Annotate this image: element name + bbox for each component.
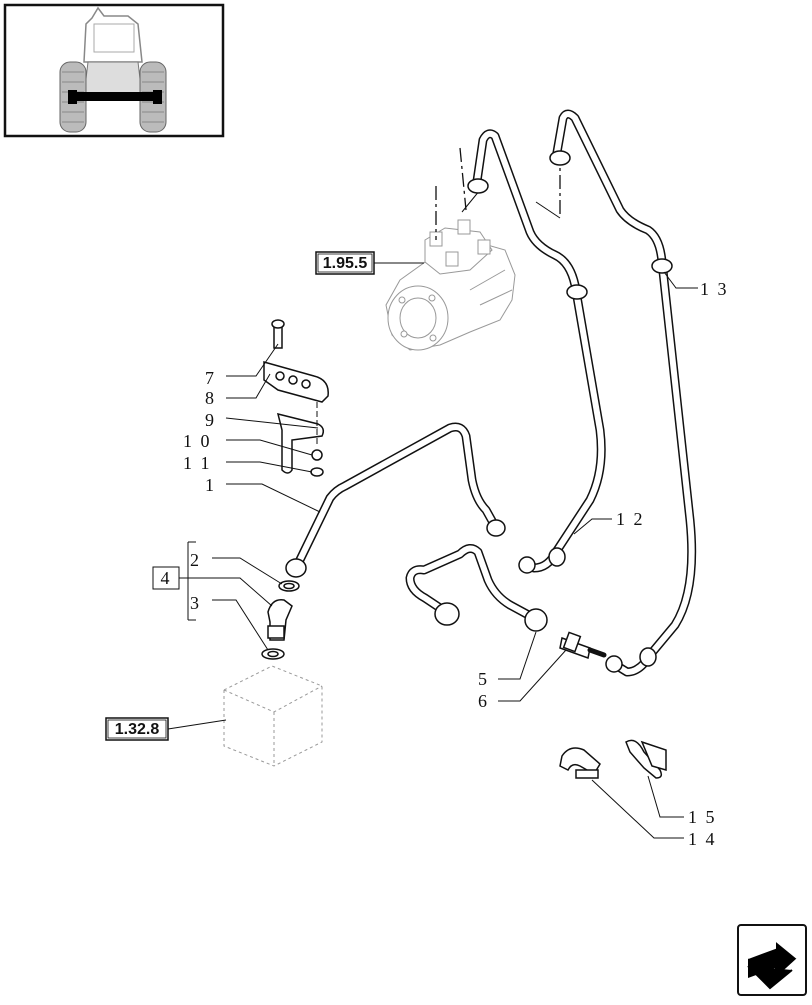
next-page-button[interactable] [737, 924, 807, 996]
callout-label-15: 1 5 [688, 807, 717, 827]
clamp-assembly[interactable] [263, 319, 329, 477]
hydraulic-block-ghost [223, 665, 323, 767]
next-page-arrow-icon [747, 937, 798, 990]
callout-15[interactable]: 1 5 [647, 775, 717, 827]
callout-5[interactable]: 5 [478, 631, 537, 689]
ref-box-steering-unit[interactable]: 1.95.5 [315, 251, 424, 275]
ref-label-steering-unit: 1.95.5 [323, 255, 368, 272]
kit-box-4[interactable]: 4 [152, 541, 226, 621]
callout-label-5: 5 [478, 669, 489, 689]
steering-unit-ghost [385, 219, 516, 351]
callout-12[interactable]: 1 2 [573, 509, 645, 535]
callout-3[interactable]: 3 [190, 577, 273, 651]
callout-10[interactable]: 1 0 [183, 431, 313, 456]
callout-label-7: 7 [205, 368, 216, 388]
pipe-13[interactable] [549, 109, 697, 677]
callout-label-6: 6 [478, 691, 489, 711]
callout-label-13: 1 3 [700, 279, 729, 299]
callout-2[interactable]: 2 [190, 550, 283, 585]
seal-ring-2[interactable] [278, 580, 300, 592]
callout-label-1: 1 [205, 475, 216, 495]
adapter-6[interactable] [559, 631, 607, 659]
clip-15[interactable] [625, 739, 667, 779]
callout-label-11: 1 1 [183, 453, 212, 473]
tractor-thumbnail[interactable] [3, 3, 225, 138]
pipe-12[interactable] [467, 129, 606, 574]
pipe-loop[interactable] [405, 544, 548, 632]
callout-11[interactable]: 1 1 [183, 453, 313, 473]
callout-1[interactable]: 1 [205, 475, 321, 513]
callout-7[interactable]: 7 [205, 343, 279, 388]
callout-13[interactable]: 1 3 [663, 271, 729, 299]
kit-label-4: 4 [161, 568, 172, 588]
pipe-1[interactable] [285, 422, 506, 578]
seal-ring-3[interactable] [261, 648, 285, 660]
tractor-rear-view-icon [59, 6, 167, 133]
clip-14[interactable] [559, 747, 601, 779]
elbow-fitting[interactable] [267, 599, 293, 641]
callout-label-9: 9 [205, 410, 216, 430]
callout-label-2: 2 [190, 550, 201, 570]
callout-14[interactable]: 1 4 [591, 779, 717, 849]
callout-6[interactable]: 6 [478, 649, 567, 711]
ref-box-hydraulic-block[interactable]: 1.32.8 [105, 717, 227, 741]
callout-label-12: 1 2 [616, 509, 645, 529]
callout-label-8: 8 [205, 388, 216, 408]
callout-label-14: 1 4 [688, 829, 717, 849]
callout-label-10: 1 0 [183, 431, 212, 451]
ref-label-hydraulic-block: 1.32.8 [115, 721, 160, 738]
callout-9[interactable]: 9 [205, 410, 319, 430]
callout-8[interactable]: 8 [205, 373, 271, 408]
callout-label-3: 3 [190, 593, 201, 613]
